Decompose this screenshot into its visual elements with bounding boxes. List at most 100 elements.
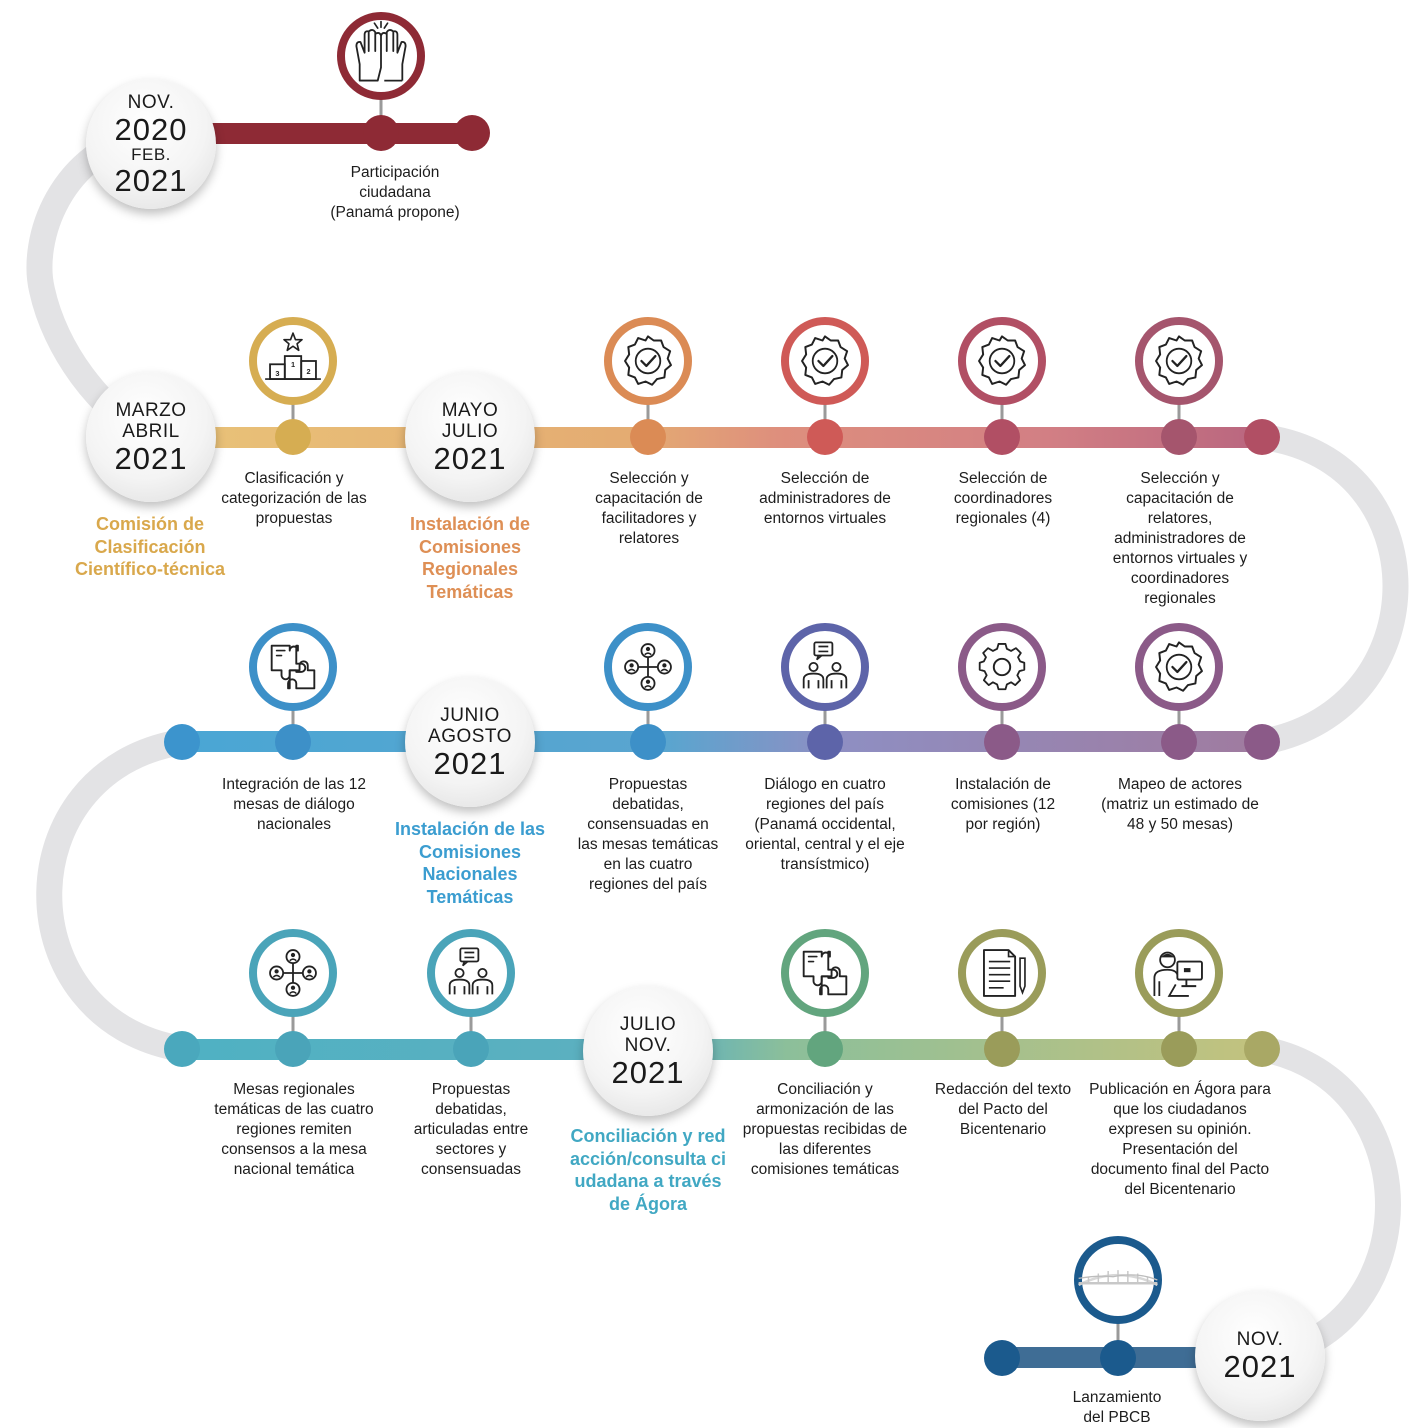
marker-ring bbox=[427, 929, 515, 1017]
marker-pin bbox=[807, 1031, 843, 1067]
step-label-dialogo-regiones: Diálogo en cuatro regiones del país (Pan… bbox=[745, 776, 905, 873]
marker-ring bbox=[958, 623, 1046, 711]
step-label-mapeo-actores: Mapeo de actores (matriz un estimado de … bbox=[1101, 776, 1259, 833]
step-marker-seleccion-coordinadores bbox=[958, 317, 1046, 455]
end-dot bbox=[1244, 724, 1280, 760]
marker-ring bbox=[958, 929, 1046, 1017]
marker-pin bbox=[363, 115, 399, 151]
phase-caption-clasificacion: Comisión de Clasificación Científico-téc… bbox=[74, 514, 226, 579]
marker-pin bbox=[1161, 1031, 1197, 1067]
date-line: 2021 bbox=[433, 440, 507, 476]
step-marker-clasificacion bbox=[249, 317, 337, 455]
date-circle-marzo-abril-2021: MARZO ABRIL 2021 bbox=[86, 372, 216, 502]
date-circle-nov-2021: NOV. 2021 bbox=[1195, 1291, 1325, 1421]
band-row2 bbox=[182, 731, 1262, 752]
step-marker-seleccion-facilitadores bbox=[604, 317, 692, 455]
date-line: JULIO bbox=[619, 1013, 677, 1035]
phase-caption-comisiones-nacionales: Instalación de las Comisiones Nacionales… bbox=[394, 819, 546, 907]
step-marker-seleccion-relatores bbox=[1135, 317, 1223, 455]
step-marker-lanzamiento bbox=[1074, 1236, 1162, 1376]
step-marker-publicacion bbox=[1135, 929, 1223, 1067]
date-line: 2021 bbox=[1223, 1349, 1297, 1384]
step-label-seleccion-administradores: Selección de administradores de entornos… bbox=[759, 470, 891, 527]
marker-pin bbox=[630, 419, 666, 455]
step-marker-propuestas-debatidas-regiones bbox=[604, 623, 692, 760]
step-label-seleccion-relatores: Selección y capacitación de relatores, a… bbox=[1112, 470, 1248, 607]
phase-caption-comisiones-regionales: Instalación de Comisiones Regionales Tem… bbox=[409, 514, 531, 602]
marker-pin bbox=[984, 1031, 1020, 1067]
date-line: 2021 bbox=[611, 1054, 685, 1090]
marker-pin bbox=[1100, 1340, 1136, 1376]
step-marker-participacion bbox=[337, 12, 425, 151]
step-label-seleccion-coordinadores: Selección de coordinadores regionales (4… bbox=[953, 470, 1053, 527]
step-marker-dialogo-regiones bbox=[781, 623, 869, 760]
date-circle-mayo-julio-2021: MAYO JULIO 2021 bbox=[405, 372, 535, 502]
marker-pin bbox=[984, 419, 1020, 455]
date-line: NOV. bbox=[1236, 1329, 1284, 1350]
marker-pin bbox=[630, 724, 666, 760]
marker-pin bbox=[275, 724, 311, 760]
end-dot bbox=[164, 1031, 200, 1067]
date-line: NOV. bbox=[127, 91, 175, 113]
date-line: 2021 bbox=[114, 440, 188, 476]
date-line: ABRIL bbox=[122, 420, 180, 442]
date-line: JUNIO bbox=[440, 704, 500, 726]
step-label-lanzamiento: Lanzamiento del PBCB bbox=[1072, 1389, 1162, 1426]
marker-ring bbox=[781, 317, 869, 405]
date-line: MAYO bbox=[441, 399, 499, 421]
band-row1 bbox=[185, 427, 1262, 448]
step-label-propuestas-articuladas: Propuestas debatidas, articuladas entre … bbox=[413, 1081, 529, 1178]
step-marker-integracion-mesas bbox=[249, 623, 337, 760]
step-label-integracion-mesas: Integración de las 12 mesas de diálogo n… bbox=[222, 776, 366, 833]
end-dot bbox=[454, 115, 490, 151]
marker-pin bbox=[807, 419, 843, 455]
end-dot bbox=[164, 724, 200, 760]
step-label-seleccion-facilitadores: Selección y capacitación de facilitadore… bbox=[595, 470, 703, 547]
marker-ring bbox=[1135, 929, 1223, 1017]
marker-ring bbox=[1135, 317, 1223, 405]
marker-ring bbox=[1135, 623, 1223, 711]
band-row0 bbox=[185, 123, 475, 144]
step-label-propuestas-debatidas-regiones: Propuestas debatidas, consensuadas en la… bbox=[577, 776, 719, 893]
marker-ring bbox=[781, 623, 869, 711]
step-label-clasificacion: Clasificación y categorización de las pr… bbox=[221, 470, 367, 527]
date-circle-julio-nov-2021: JULIO NOV. 2021 bbox=[583, 986, 713, 1116]
step-label-participacion: Participación ciudadana (Panamá propone) bbox=[330, 164, 460, 221]
end-dot bbox=[1244, 419, 1280, 455]
date-circle-junio-agosto-2021: JUNIO AGOSTO 2021 bbox=[405, 677, 535, 807]
date-line: 2021 bbox=[433, 745, 507, 781]
step-label-publicacion: Publicación en Ágora para que los ciudad… bbox=[1089, 1081, 1271, 1198]
marker-ring bbox=[958, 317, 1046, 405]
marker-pin bbox=[453, 1031, 489, 1067]
step-label-conciliacion: Conciliación y armonización de las propu… bbox=[742, 1081, 908, 1178]
marker-ring bbox=[249, 623, 337, 711]
marker-ring bbox=[604, 317, 692, 405]
marker-pin bbox=[984, 724, 1020, 760]
marker-pin bbox=[1161, 724, 1197, 760]
phase-caption-conciliacion: Conciliación y redacción/consulta ciudad… bbox=[569, 1126, 727, 1214]
step-marker-mesas-regionales bbox=[249, 929, 337, 1067]
step-label-instalacion-comisiones: Instalación de comisiones (12 por región… bbox=[950, 776, 1056, 833]
date-line: FEB. bbox=[131, 144, 171, 164]
marker-pin bbox=[275, 419, 311, 455]
date-circle-nov2020-feb2021: NOV. 2020 FEB. 2021 bbox=[86, 79, 216, 209]
step-marker-instalacion-comisiones bbox=[958, 623, 1046, 760]
date-line: AGOSTO bbox=[428, 725, 512, 747]
date-line: 2021 bbox=[114, 162, 188, 198]
marker-pin bbox=[1161, 419, 1197, 455]
step-marker-mapeo-actores bbox=[1135, 623, 1223, 760]
date-line: JULIO bbox=[441, 420, 499, 442]
marker-pin bbox=[807, 724, 843, 760]
marker-pin bbox=[275, 1031, 311, 1067]
step-marker-redaccion bbox=[958, 929, 1046, 1067]
end-dot bbox=[1244, 1031, 1280, 1067]
band-row3 bbox=[182, 1039, 1262, 1060]
step-label-redaccion: Redacción del texto del Pacto del Bicent… bbox=[934, 1081, 1072, 1138]
end-dot bbox=[984, 1340, 1020, 1376]
step-marker-seleccion-administradores bbox=[781, 317, 869, 455]
date-line: MARZO bbox=[115, 399, 187, 421]
step-marker-conciliacion bbox=[781, 929, 869, 1067]
step-label-mesas-regionales: Mesas regionales temáticas de las cuatro… bbox=[214, 1081, 374, 1178]
